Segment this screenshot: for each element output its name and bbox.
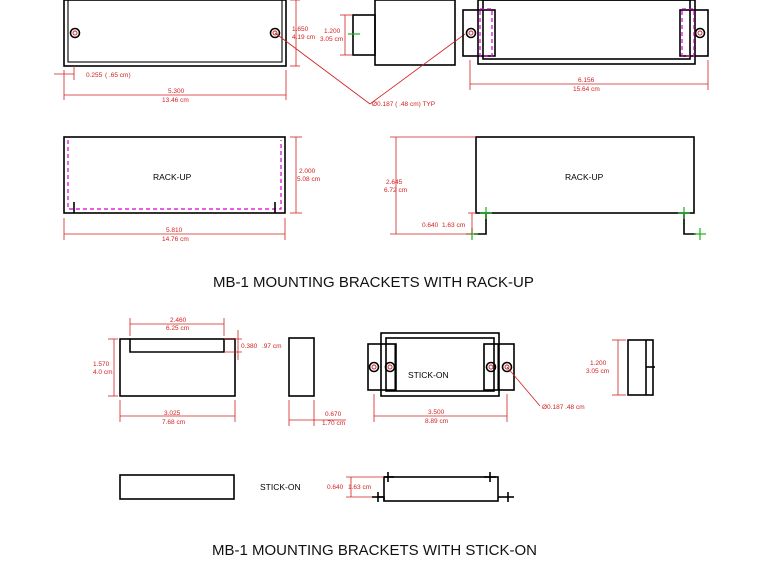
rackup-section-title: MB-1 MOUNTING BRACKETS WITH RACK-UP [213,274,534,291]
side-height-cm: 3.05 cm [320,36,343,43]
front-edge-in: 0.255 [86,72,103,79]
rack-side-height-cm: 6.72 cm [384,187,407,194]
rackup-hole-note: Ø0.187 ( .48 cm) TYP [372,101,435,108]
top-width-in: 6.156 [578,77,595,84]
stick-side-cm: 1.70 cm [322,420,345,427]
plate-height-cm: 5.08 cm [297,176,320,183]
stickon-bottom-plate [119,474,235,500]
rack-side-offset-in: 0.640 [422,222,439,229]
stick-asm-width-cm: 8.89 cm [425,418,448,425]
stick-top-cm: 6.25 cm [166,325,189,332]
stick-asm-width-in: 3.500 [428,409,445,416]
plate-width-in: 5.810 [166,227,183,234]
top-width-cm: 15.64 cm [573,86,600,93]
stickon-right-view [612,339,655,396]
front-height-cm: 4.19 cm [292,34,315,41]
rack-side-offset-cm: 1.63 cm [442,222,465,229]
front-edge-cm: ( .65 cm) [105,72,131,79]
stickon-assembly-label: STICK-ON [408,370,449,380]
stickon-side-assembly [346,472,514,502]
rackup-plate-view [63,136,302,240]
rackup-top-view [462,0,709,90]
stick-bottom-cm: 7.68 cm [162,419,185,426]
stickon-bottom-label: STICK-ON [260,482,301,492]
stickon-assembly-view [367,332,541,422]
stick-notch-in: 0.380 [241,343,258,350]
stick-top-in: 2.460 [170,317,187,324]
front-height-in: 1.650 [292,26,309,33]
front-width-in: 5.300 [168,88,185,95]
rackup-front-view [54,0,300,100]
stick-hole-note: Ø0.187 .48 cm [542,404,585,411]
stick-bottom-in: 3.025 [164,410,181,417]
stick-bottom-offset-in: 0.640 [327,484,344,491]
rackup-side-assembly [390,136,706,240]
stick-bottom-offset-cm: 1.63 cm [348,484,371,491]
stickon-section-title: MB-1 MOUNTING BRACKETS WITH STICK-ON [212,542,537,559]
stick-side-in: 0.670 [325,411,342,418]
rackup-side-label: RACK-UP [565,172,604,182]
stick-right-in: 1.200 [590,360,607,367]
stick-right-cm: 3.05 cm [586,368,609,375]
rackup-plate-label: RACK-UP [153,172,192,182]
stickon-front-view [108,318,242,422]
stick-notch-cm: .97 cm [262,343,282,350]
rack-side-height-in: 2.645 [386,179,403,186]
front-width-cm: 13.46 cm [162,97,189,104]
stickon-side-view [288,337,346,426]
plate-height-in: 2.000 [299,168,316,175]
stick-height-cm: 4.0 cm [93,369,113,376]
rackup-side-view [340,0,456,66]
stick-height-in: 1.570 [93,361,110,368]
plate-width-cm: 14.76 cm [162,236,189,243]
side-height-in: 1.200 [324,28,341,35]
